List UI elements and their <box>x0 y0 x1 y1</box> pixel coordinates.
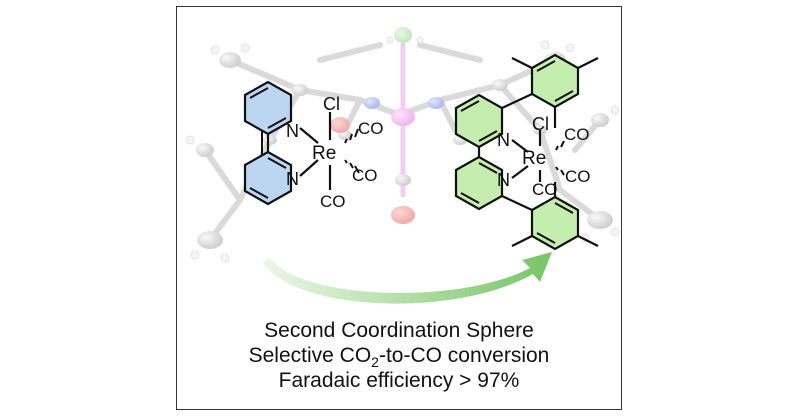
left-complex: Cl Re N N CO CO CO <box>243 80 384 211</box>
left-pyridine-bottom <box>243 150 293 206</box>
left-co-1-label: CO <box>358 119 384 138</box>
right-co-2-label: CO <box>565 167 591 186</box>
caption-line-2-subscript: 2 <box>371 354 379 370</box>
right-co-3-label: CO <box>532 180 558 199</box>
caption-line-1: Second Coordination Sphere <box>264 319 534 342</box>
crystal-structure-background <box>185 27 620 263</box>
caption-line-3: Faradaic efficiency > 97% <box>278 369 520 392</box>
right-pyridine-bottom <box>454 155 504 211</box>
transformation-arrow <box>262 252 552 304</box>
caption-line-2-prefix: Selective CO <box>248 344 372 367</box>
left-co-2-label: CO <box>352 166 378 185</box>
left-n-bottom-label: N <box>286 169 299 189</box>
left-re-label: Re <box>312 143 336 164</box>
right-co-1-label: CO <box>564 125 590 144</box>
right-complex: Cl Re N N CO CO CO <box>454 53 599 251</box>
right-n-top-label: N <box>497 130 510 150</box>
left-n-top-label: N <box>286 121 299 141</box>
caption-line-2: Selective CO2-to-CO conversion <box>176 344 622 374</box>
right-mesityl-top <box>530 53 580 109</box>
caption-line-2-suffix: -to-CO conversion <box>378 344 550 367</box>
right-n-bottom-label: N <box>497 170 510 190</box>
right-mesityl-bottom <box>530 195 580 251</box>
left-cl-label: Cl <box>323 94 340 114</box>
right-re-label: Re <box>522 148 546 169</box>
right-cl-label: Cl <box>532 114 549 134</box>
left-pyridine-top <box>243 80 293 136</box>
left-co-3-label: CO <box>320 192 346 211</box>
